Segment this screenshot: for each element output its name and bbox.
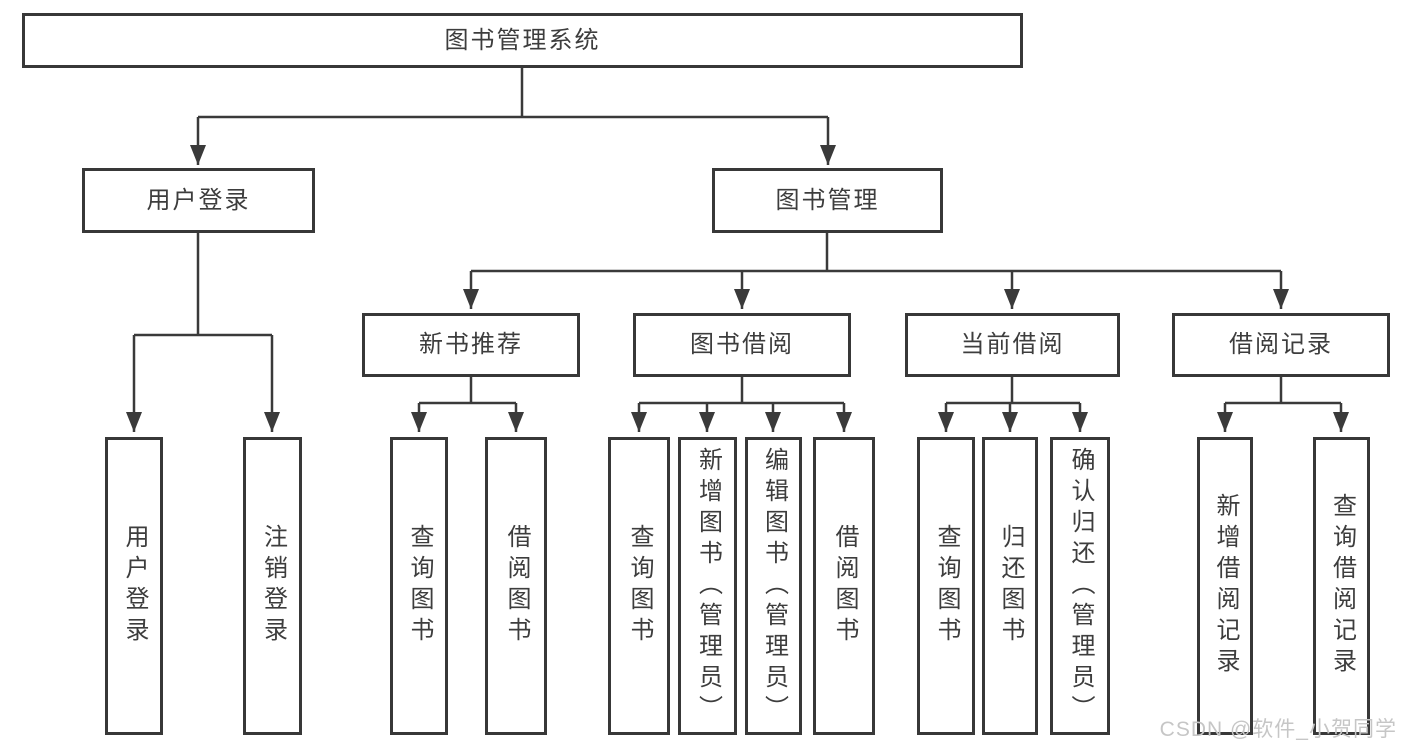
- leaf-edit-books-admin: 编辑图书（管理员）: [745, 437, 802, 735]
- node-user-login-module: 用户登录: [82, 168, 315, 233]
- leaf-add-borrow-record: 新增借阅记录: [1197, 437, 1253, 735]
- leaf-query-books-current: 查询图书: [917, 437, 975, 735]
- connector-arrows: [126, 117, 1349, 432]
- node-current-borrowing: 当前借阅: [905, 313, 1120, 377]
- leaf-borrow-books-recommend: 借阅图书: [485, 437, 547, 735]
- csdn-watermark: CSDN @软件_小贺同学: [1159, 718, 1397, 741]
- connector-trunks: [134, 68, 1341, 405]
- node-root-system: 图书管理系统: [22, 13, 1023, 68]
- leaf-confirm-return-admin: 确认归还（管理员）: [1050, 437, 1110, 735]
- node-borrowing-records: 借阅记录: [1172, 313, 1390, 377]
- leaf-query-borrow-record: 查询借阅记录: [1313, 437, 1370, 735]
- node-book-borrowing: 图书借阅: [633, 313, 851, 377]
- leaf-query-books-recommend: 查询图书: [390, 437, 448, 735]
- leaf-logout: 注销登录: [243, 437, 302, 735]
- node-new-book-recommendation: 新书推荐: [362, 313, 580, 377]
- leaf-add-books-admin: 新增图书（管理员）: [678, 437, 737, 735]
- node-book-management-module: 图书管理: [712, 168, 943, 233]
- leaf-query-books-borrow: 查询图书: [608, 437, 670, 735]
- leaf-user-login: 用户登录: [105, 437, 163, 735]
- leaf-borrow-books: 借阅图书: [813, 437, 875, 735]
- leaf-return-books: 归还图书: [982, 437, 1038, 735]
